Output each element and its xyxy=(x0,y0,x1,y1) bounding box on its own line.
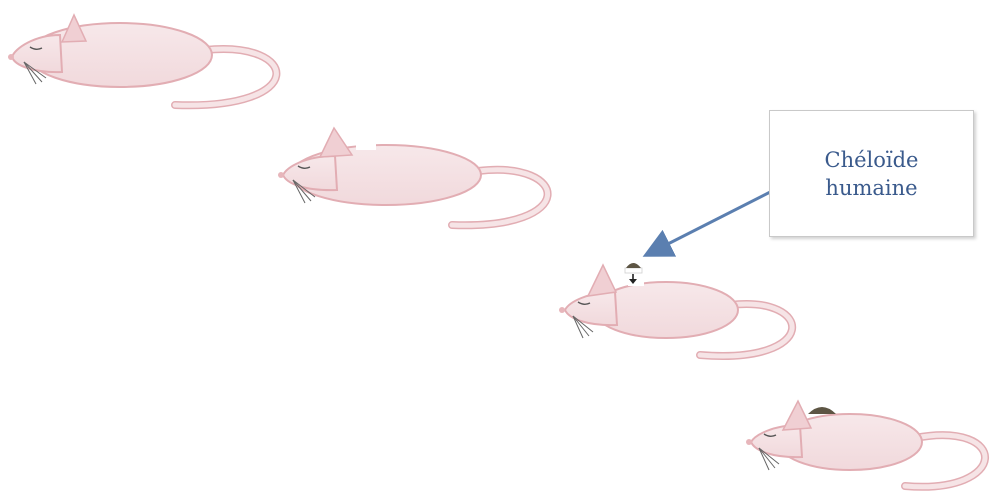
mouse-head xyxy=(12,35,62,72)
mouse-stage-3 xyxy=(559,263,792,356)
mouse-nose xyxy=(559,307,565,313)
mouse-head xyxy=(283,156,337,190)
mouse-nose xyxy=(8,54,14,60)
mouse-stage-4 xyxy=(746,401,985,487)
mouse-ear xyxy=(588,265,616,296)
mouse-head xyxy=(565,292,617,325)
callout-line-2: humaine xyxy=(825,174,917,202)
keloid-grafted xyxy=(808,407,836,414)
mouse-stage-1 xyxy=(8,15,276,105)
shaved-patch xyxy=(628,280,644,286)
mouse-stage-2 xyxy=(278,128,548,225)
callout-line-1: Chéloïde xyxy=(825,146,919,174)
keloid-graft xyxy=(625,263,642,273)
shaved-patch xyxy=(356,144,376,150)
keloid-callout-box: Chéloïde humaine xyxy=(769,110,974,237)
callout-pointer-arrow xyxy=(656,187,780,250)
mouse-nose xyxy=(278,172,284,178)
mouse-nose xyxy=(746,439,752,445)
mouse-ear xyxy=(783,401,811,430)
mouse-ear xyxy=(320,128,352,157)
